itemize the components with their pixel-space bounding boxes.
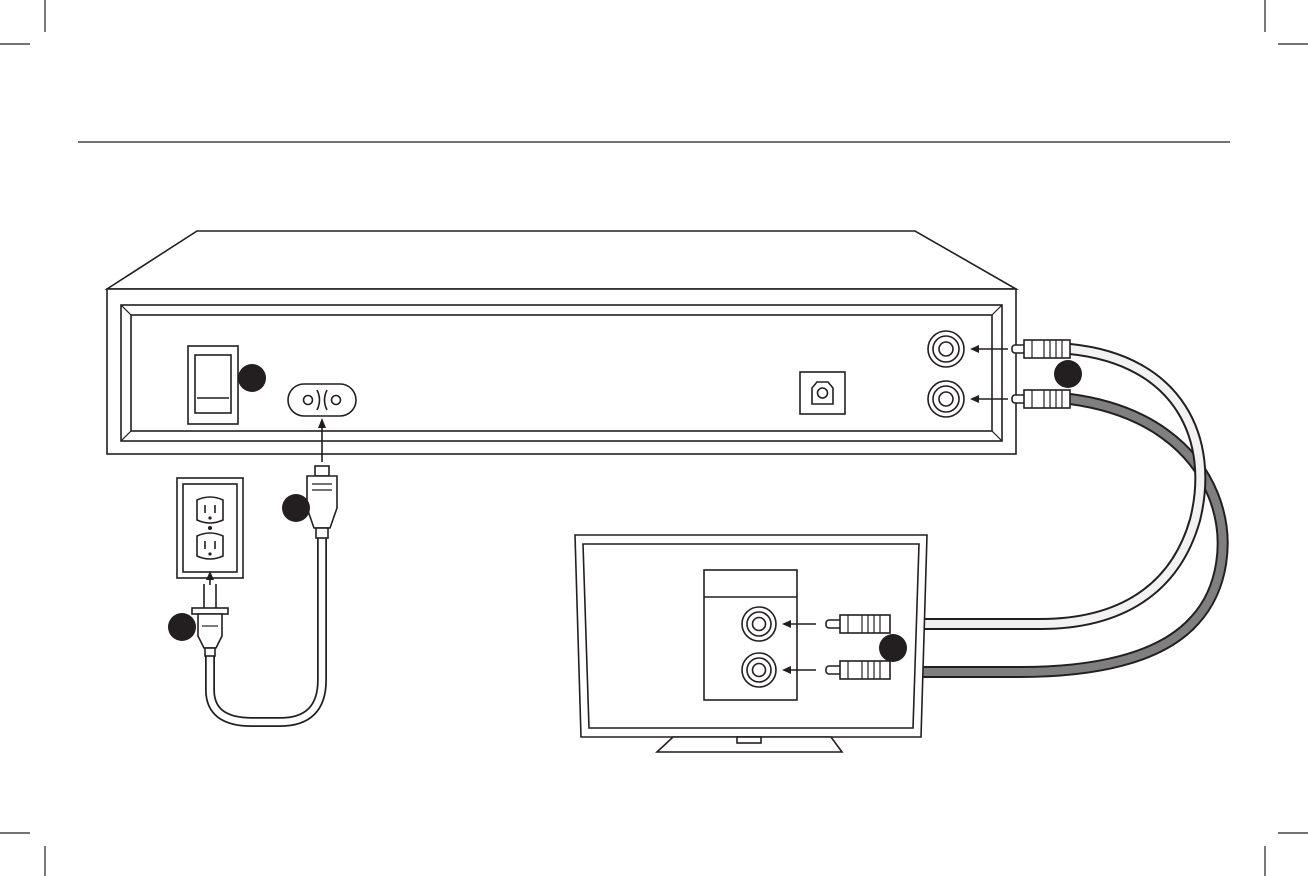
tv-rca-jack-bottom[interactable] <box>742 653 776 687</box>
optical-port[interactable] <box>800 372 845 414</box>
callout-3 <box>282 494 310 522</box>
device-rca-jack-bottom[interactable] <box>928 381 964 417</box>
wall-plug <box>192 571 228 656</box>
callout-5 <box>879 634 907 662</box>
television <box>575 535 927 752</box>
power-switch[interactable] <box>188 346 238 424</box>
outlet-socket-bottom[interactable] <box>197 533 223 559</box>
device-unit <box>107 231 1016 454</box>
device-top-face <box>107 231 1016 289</box>
callout-4 <box>168 613 196 641</box>
device-rca-jack-top[interactable] <box>928 331 964 367</box>
power-inlet[interactable] <box>288 384 356 416</box>
wall-outlet <box>177 478 243 578</box>
tv-rca-jack-top[interactable] <box>742 607 776 641</box>
callout-1 <box>238 364 266 392</box>
outlet-socket-top[interactable] <box>197 497 223 523</box>
callout-2 <box>1054 360 1082 388</box>
